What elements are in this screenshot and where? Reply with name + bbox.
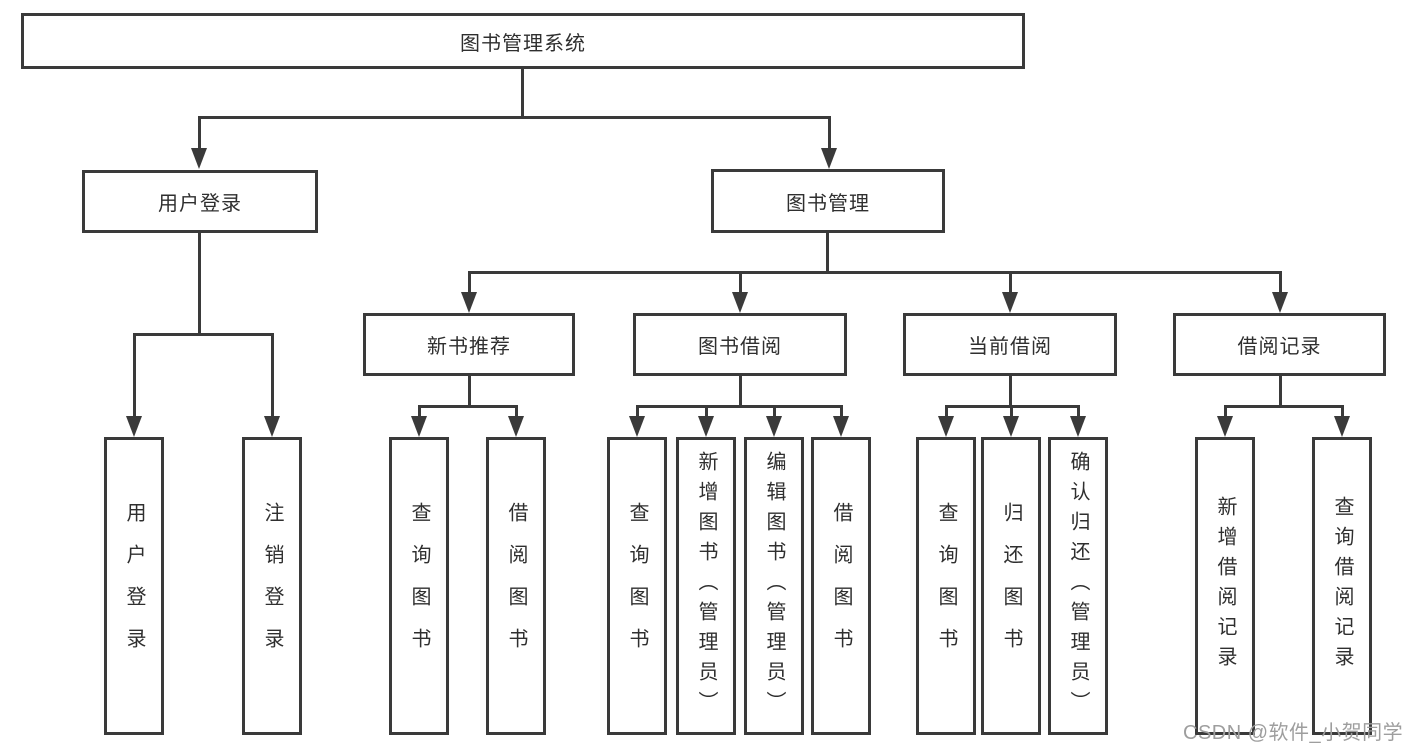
leaf-borrow-book: 借阅图书	[811, 437, 871, 735]
arrow-down-icon	[411, 416, 427, 437]
connector-line	[739, 271, 742, 293]
connector-line	[1224, 405, 1227, 418]
connector-line	[1077, 405, 1080, 418]
connector-line	[271, 333, 274, 417]
arrow-down-icon	[821, 148, 837, 169]
leaf-user-login: 用户登录	[104, 437, 164, 735]
leaf-logout: 注销登录	[242, 437, 302, 735]
leaf-label: 用户登录	[123, 502, 145, 670]
leaf-query-book-recommend: 查询图书	[389, 437, 449, 735]
connector-line	[418, 405, 421, 418]
leaf-label: 编辑图书（管理员）	[763, 451, 785, 721]
connector-line	[468, 376, 471, 408]
leaf-label: 确认归还（管理员）	[1067, 451, 1089, 721]
leaf-confirm-return-admin: 确认归还（管理员）	[1048, 437, 1108, 735]
connector-line	[636, 405, 843, 408]
connector-line	[198, 233, 201, 336]
arrow-down-icon	[1003, 416, 1019, 437]
arrow-down-icon	[126, 416, 142, 437]
connector-line	[133, 333, 274, 336]
leaf-borrow-book-recommend: 借阅图书	[486, 437, 546, 735]
leaf-label: 查询图书	[626, 502, 648, 670]
arrow-down-icon	[461, 292, 477, 313]
arrow-down-icon	[732, 292, 748, 313]
arrow-down-icon	[766, 416, 782, 437]
connector-line	[1279, 376, 1282, 408]
connector-line	[826, 233, 829, 274]
leaf-label: 新增借阅记录	[1214, 496, 1236, 676]
connector-line	[840, 405, 843, 418]
arrow-down-icon	[698, 416, 714, 437]
arrow-down-icon	[1002, 292, 1018, 313]
connector-line	[1010, 405, 1013, 418]
connector-line	[636, 405, 639, 418]
leaf-add-book-admin: 新增图书（管理员）	[676, 437, 736, 735]
node-user-login: 用户登录	[82, 170, 318, 233]
leaf-query-book-borrow: 查询图书	[607, 437, 667, 735]
leaf-label: 借阅图书	[830, 502, 852, 670]
leaf-label: 借阅图书	[505, 502, 527, 670]
arrow-down-icon	[833, 416, 849, 437]
leaf-label: 查询借阅记录	[1331, 496, 1353, 676]
connector-line	[1009, 271, 1012, 293]
connector-line	[418, 405, 518, 408]
connector-line	[1341, 405, 1344, 418]
leaf-return-book: 归还图书	[981, 437, 1041, 735]
arrow-down-icon	[938, 416, 954, 437]
connector-line	[1224, 405, 1344, 408]
node-library-management-system: 图书管理系统	[21, 13, 1025, 69]
arrow-down-icon	[264, 416, 280, 437]
leaf-query-book-current: 查询图书	[916, 437, 976, 735]
connector-line	[468, 271, 1282, 274]
arrow-down-icon	[508, 416, 524, 437]
connector-line	[515, 405, 518, 418]
arrow-down-icon	[191, 148, 207, 169]
leaf-label: 注销登录	[261, 502, 283, 670]
leaf-query-borrow-record: 查询借阅记录	[1312, 437, 1372, 735]
leaf-label: 新增图书（管理员）	[695, 451, 717, 721]
connector-line	[1279, 271, 1282, 293]
connector-line	[198, 116, 831, 119]
node-borrow-records: 借阅记录	[1173, 313, 1386, 376]
node-book-borrow: 图书借阅	[633, 313, 847, 376]
arrow-down-icon	[1334, 416, 1350, 437]
connector-line	[828, 116, 831, 150]
connector-line	[773, 405, 776, 418]
connector-line	[739, 376, 742, 408]
arrow-down-icon	[1217, 416, 1233, 437]
leaf-label: 查询图书	[935, 502, 957, 670]
connector-line	[198, 116, 201, 150]
arrow-down-icon	[1272, 292, 1288, 313]
leaf-add-borrow-record: 新增借阅记录	[1195, 437, 1255, 735]
connector-line	[945, 405, 948, 418]
watermark: CSDN @软件_小贺同学	[1183, 722, 1404, 744]
node-new-book-recommend: 新书推荐	[363, 313, 575, 376]
leaf-edit-book-admin: 编辑图书（管理员）	[744, 437, 804, 735]
arrow-down-icon	[1070, 416, 1086, 437]
node-book-management: 图书管理	[711, 169, 945, 233]
arrow-down-icon	[629, 416, 645, 437]
connector-line	[521, 68, 524, 118]
connector-line	[133, 333, 136, 417]
node-current-borrow: 当前借阅	[903, 313, 1117, 376]
connector-line	[705, 405, 708, 418]
leaf-label: 查询图书	[408, 502, 430, 670]
connector-line	[468, 271, 471, 293]
leaf-label: 归还图书	[1000, 502, 1022, 670]
connector-line	[1009, 376, 1012, 408]
